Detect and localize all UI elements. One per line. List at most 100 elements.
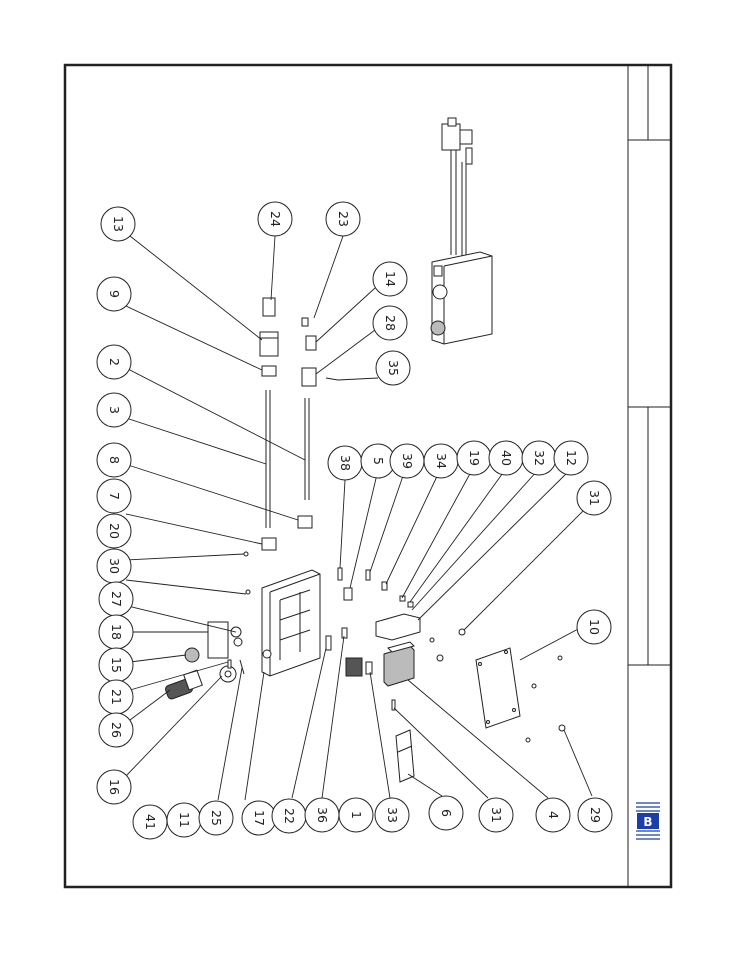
mounting-plate-10	[476, 648, 520, 728]
bracket-12	[376, 614, 420, 640]
rod-3	[266, 390, 270, 528]
svg-text:7: 7	[107, 492, 122, 500]
svg-text:18: 18	[109, 624, 124, 640]
company-logo: B	[636, 800, 660, 844]
callout-24: 24	[258, 202, 292, 236]
drawing-border	[65, 65, 671, 887]
svg-text:11: 11	[177, 812, 192, 828]
block-14	[306, 336, 316, 350]
svg-text:41: 41	[143, 814, 158, 830]
callout-39: 39	[390, 444, 424, 478]
cover-6	[396, 730, 414, 782]
nut-32	[408, 602, 413, 607]
callout-9: 9	[97, 277, 131, 311]
fitting-13	[260, 332, 278, 356]
screw-33	[366, 662, 372, 674]
callout-3: 3	[97, 393, 131, 427]
svg-text:15: 15	[109, 657, 124, 673]
housing-17	[262, 570, 320, 676]
callout-1: 1	[339, 798, 373, 832]
callout-31-bottom: 31	[479, 798, 513, 832]
svg-text:23: 23	[336, 211, 351, 227]
svg-text:27: 27	[109, 591, 124, 607]
svg-text:31: 31	[489, 807, 504, 823]
callout-10: 10	[577, 610, 611, 644]
svg-text:2: 2	[107, 358, 122, 366]
svg-text:39: 39	[400, 453, 415, 469]
washer-30	[246, 590, 250, 594]
callout-27: 27	[99, 582, 133, 616]
callout-29: 29	[578, 798, 612, 832]
svg-text:31: 31	[587, 490, 602, 506]
svg-text:33: 33	[385, 807, 400, 823]
coupling-8	[298, 516, 312, 528]
screw-38	[338, 568, 342, 580]
title-block	[628, 65, 671, 887]
assembled-unit-view	[431, 118, 492, 344]
callout-38: 38	[328, 446, 362, 480]
svg-text:16: 16	[107, 779, 122, 795]
svg-text:24: 24	[268, 211, 283, 227]
callout-22: 22	[272, 799, 306, 833]
svg-text:34: 34	[434, 453, 449, 469]
cap-15	[185, 648, 199, 662]
svg-text:36: 36	[315, 807, 330, 823]
rod-2	[305, 398, 309, 500]
callout-33: 33	[375, 798, 409, 832]
callout-12: 12	[554, 441, 588, 475]
svg-text:35: 35	[386, 360, 401, 376]
callout-2: 2	[97, 345, 131, 379]
svg-text:32: 32	[532, 450, 547, 466]
callout-6: 6	[429, 796, 463, 830]
callout-23: 23	[326, 202, 360, 236]
svg-text:13: 13	[111, 216, 126, 232]
svg-text:30: 30	[107, 558, 122, 574]
callout-7: 7	[97, 479, 131, 513]
screw-22	[326, 636, 331, 650]
svg-text:9: 9	[107, 290, 122, 298]
svg-text:38: 38	[338, 455, 353, 471]
callout-18: 18	[99, 615, 133, 649]
screw-21	[228, 660, 231, 668]
callout-40: 40	[489, 441, 523, 475]
svg-text:6: 6	[439, 809, 454, 817]
svg-text:29: 29	[588, 807, 603, 823]
svg-text:5: 5	[371, 457, 386, 465]
callout-20: 20	[97, 514, 131, 548]
standoff-36	[342, 628, 347, 638]
svg-text:22: 22	[282, 808, 297, 824]
coupling-7	[262, 538, 276, 550]
callout-16: 16	[97, 770, 131, 804]
callout-30: 30	[97, 549, 131, 583]
callout-32: 32	[522, 441, 556, 475]
callout-11: 11	[167, 803, 201, 837]
callout-21: 21	[99, 680, 133, 714]
spacer-25	[240, 660, 244, 674]
pin-23	[302, 318, 308, 326]
washer-20	[244, 552, 248, 556]
svg-text:10: 10	[587, 619, 602, 635]
svg-text:1: 1	[349, 811, 364, 819]
svg-text:12: 12	[564, 450, 579, 466]
svg-text:26: 26	[109, 722, 124, 738]
callout-34: 34	[424, 444, 458, 478]
svg-text:8: 8	[107, 456, 122, 464]
terminal-block-1	[346, 658, 362, 676]
callout-15: 15	[99, 648, 133, 682]
svg-text:4: 4	[546, 811, 561, 819]
cover-4	[384, 646, 414, 686]
callout-31-top: 31	[577, 481, 611, 515]
svg-text:3: 3	[107, 406, 122, 414]
callout-25: 25	[199, 801, 233, 835]
screw-35	[326, 378, 338, 380]
leader-lines	[126, 236, 592, 800]
svg-text:40: 40	[499, 450, 514, 466]
bracket-5	[344, 588, 352, 600]
callout-17: 17	[242, 801, 276, 835]
logo-letter: B	[643, 815, 652, 829]
fitting-24	[263, 298, 275, 316]
svg-text:28: 28	[383, 315, 398, 331]
callout-35: 35	[376, 351, 410, 385]
callout-4: 4	[536, 798, 570, 832]
